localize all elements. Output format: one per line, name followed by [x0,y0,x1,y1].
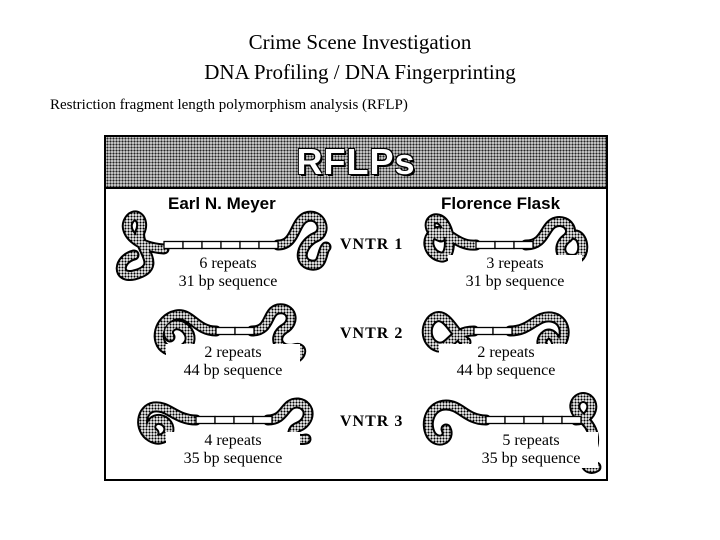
vntr-repeat-segment [505,417,524,424]
vntr-repeat-segment [183,242,202,249]
row-2-left-label: 2 repeats 44 bp sequence [166,344,300,380]
vntr-repeat-segment [562,417,581,424]
repeats-count: 3 repeats [450,255,580,273]
vntr-repeat-segment [234,417,253,424]
vntr-repeat-segment [196,417,215,424]
vntr-repeat-segment [164,242,183,249]
vntr-repeat-segment [524,417,543,424]
vntr-repeat-segment [514,242,533,249]
sequence-length: 44 bp sequence [441,362,571,380]
row-3-left-label: 4 repeats 35 bp sequence [166,432,300,468]
sequence-length: 35 bp sequence [168,450,298,468]
repeats-count: 2 repeats [168,344,298,362]
vntr-repeat-segment [474,328,493,335]
sequence-length: 31 bp sequence [450,273,580,291]
title-line-2: DNA Profiling / DNA Fingerprinting [0,57,720,87]
vntr-repeat-segment [221,242,240,249]
vntr-repeat-segment [543,417,562,424]
vntr-repeat-segment [495,242,514,249]
repeats-count: 6 repeats [163,255,293,273]
repeats-count: 5 repeats [466,432,596,450]
repeats-count: 2 repeats [441,344,571,362]
subtitle: Restriction fragment length polymorphism… [50,97,408,114]
vntr-repeat-segment [235,328,254,335]
vntr-repeat-segment [486,417,505,424]
vntr-repeat-segment [240,242,259,249]
repeats-count: 4 repeats [168,432,298,450]
vntr-1-label: VNTR 1 [340,236,403,254]
vntr-repeat-segment [253,417,272,424]
sequence-length: 35 bp sequence [466,450,596,468]
vntr-repeat-segment [493,328,512,335]
rflp-panel: RFLPs Earl N. Meyer Florence Flask [104,135,608,481]
sequence-length: 44 bp sequence [168,362,298,380]
vntr-repeat-segment [202,242,221,249]
vntr-repeat-segment [259,242,278,249]
row-1-left-label: 6 repeats 31 bp sequence [161,255,295,291]
vntr-2-label: VNTR 2 [340,325,403,343]
vntr-repeat-segment [476,242,495,249]
row-2-right-label: 2 repeats 44 bp sequence [439,344,573,380]
row-1-right-label: 3 repeats 31 bp sequence [448,255,582,291]
sequence-length: 31 bp sequence [163,273,293,291]
title-line-1: Crime Scene Investigation [0,27,720,57]
vntr-3-label: VNTR 3 [340,413,403,431]
row-3-right-label: 5 repeats 35 bp sequence [464,432,598,468]
vntr-repeat-segment [216,328,235,335]
vntr-repeat-segment [215,417,234,424]
